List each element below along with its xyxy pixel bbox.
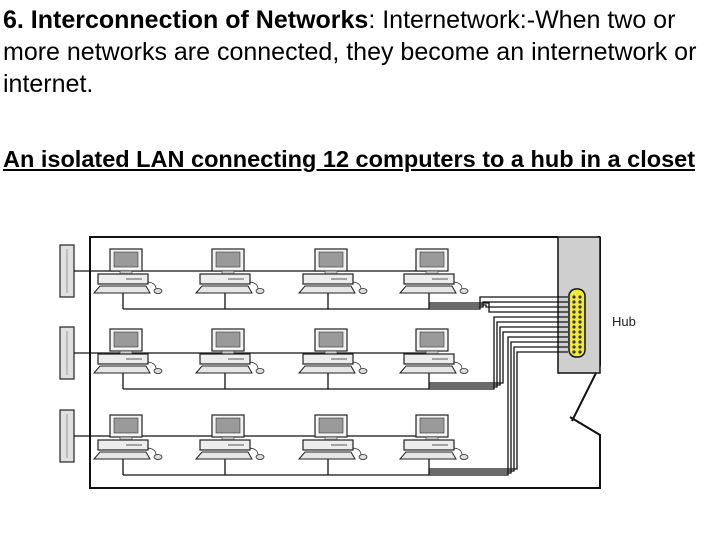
hub-cable bbox=[429, 304, 568, 308]
hub-port bbox=[572, 345, 576, 349]
slide-heading: 6. Interconnection of Networks: Internet… bbox=[3, 4, 717, 100]
hub-cable bbox=[429, 341, 568, 474]
hub-port bbox=[572, 320, 576, 324]
hub-port bbox=[572, 340, 576, 344]
heading-bold: 6. Interconnection of Networks bbox=[3, 6, 369, 34]
hub-port bbox=[572, 300, 576, 304]
hub-port bbox=[572, 350, 576, 354]
hub-port bbox=[572, 330, 576, 334]
hub-port bbox=[572, 315, 576, 319]
hub-port bbox=[578, 330, 582, 334]
hub-port bbox=[578, 340, 582, 344]
computer bbox=[297, 248, 368, 294]
wall-panel bbox=[59, 326, 75, 380]
computer bbox=[297, 328, 368, 374]
computer bbox=[398, 414, 469, 460]
hub-cable bbox=[429, 321, 568, 388]
hub-port bbox=[578, 325, 582, 329]
hub-port bbox=[572, 325, 576, 329]
hub-port bbox=[578, 295, 582, 299]
lan-hub-diagram: Hub bbox=[59, 236, 636, 489]
hub-port bbox=[572, 310, 576, 314]
hub-label: Hub bbox=[612, 314, 636, 329]
hub-device bbox=[568, 288, 586, 358]
computer bbox=[92, 328, 163, 374]
hub-cable bbox=[429, 302, 568, 313]
computer bbox=[92, 414, 163, 460]
heading-text: : Internetwork:-When two or more network… bbox=[3, 6, 697, 98]
computer bbox=[194, 248, 265, 294]
wall-panel bbox=[59, 409, 75, 463]
hub-port bbox=[578, 320, 582, 324]
computer bbox=[92, 248, 163, 294]
hub-cable bbox=[429, 331, 568, 384]
hub-port bbox=[572, 305, 576, 309]
computer bbox=[398, 248, 469, 294]
hub-port bbox=[572, 295, 576, 299]
computer bbox=[194, 328, 265, 374]
hub-port bbox=[578, 310, 582, 314]
hub-port bbox=[578, 305, 582, 309]
hub-port bbox=[578, 300, 582, 304]
hub-cable bbox=[429, 326, 568, 386]
hub-cable bbox=[429, 336, 568, 476]
hub-cable bbox=[429, 346, 568, 472]
hub-port bbox=[572, 335, 576, 339]
hub-port bbox=[578, 345, 582, 349]
computer bbox=[194, 414, 265, 460]
hub-port bbox=[578, 350, 582, 354]
wall-panel bbox=[59, 244, 75, 298]
hub-cable bbox=[429, 351, 568, 470]
hub-cable bbox=[429, 316, 568, 390]
hub-port bbox=[578, 335, 582, 339]
computer bbox=[297, 414, 368, 460]
hub-port bbox=[578, 315, 582, 319]
computer bbox=[398, 328, 469, 374]
diagram-title: An isolated LAN connecting 12 computers … bbox=[3, 146, 696, 172]
